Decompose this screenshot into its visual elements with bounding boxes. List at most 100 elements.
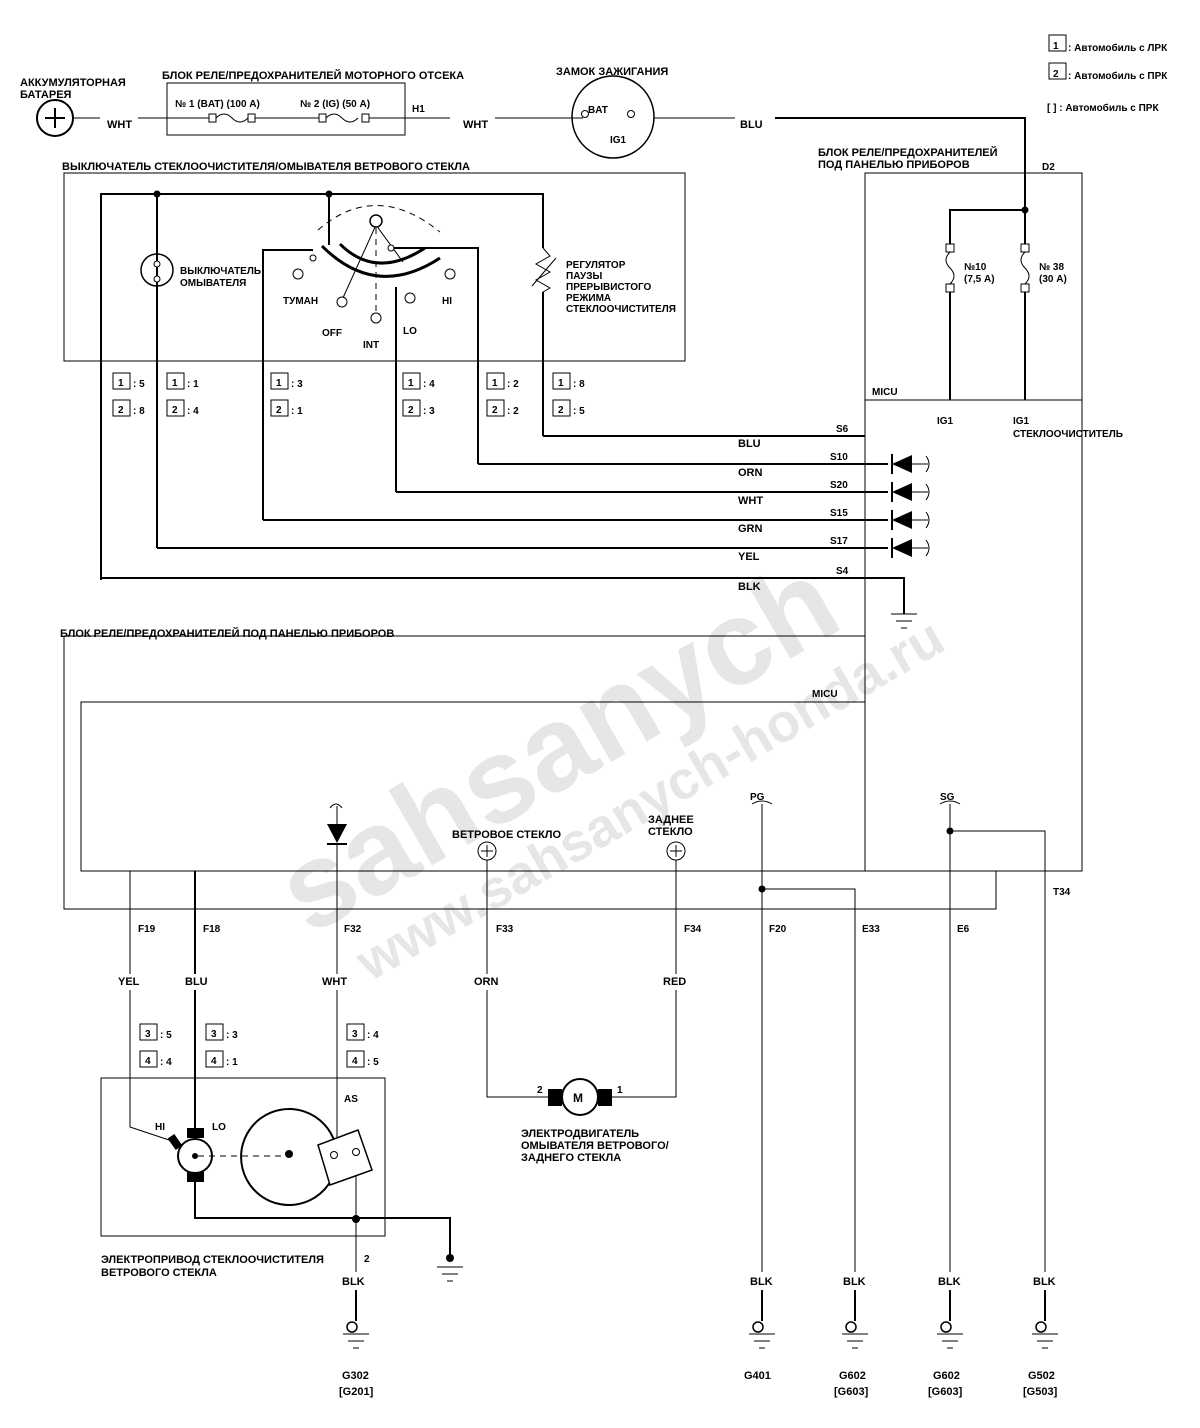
- lower-fuse-box: БЛОК РЕЛЕ/ПРЕДОХРАНИТЕЛЕЙ ПОД ПАНЕЛЬЮ ПР…: [60, 627, 1082, 910]
- diode-s10: [891, 454, 930, 474]
- svg-text:[G503]: [G503]: [1023, 1386, 1058, 1398]
- terminal-labels: F19 F18 F32 F33 F34 F20 E33 E6 YEL BLU W…: [118, 924, 970, 988]
- svg-text:3: 3: [211, 1029, 217, 1040]
- svg-text:ORN: ORN: [738, 467, 763, 479]
- svg-text:3: 3: [352, 1029, 358, 1040]
- svg-text:F18: F18: [203, 924, 221, 935]
- svg-text:ПАУЗЫ: ПАУЗЫ: [566, 271, 603, 282]
- svg-text:G602: G602: [839, 1370, 866, 1382]
- svg-text:4: 4: [145, 1056, 151, 1067]
- svg-text:S20: S20: [830, 480, 848, 491]
- svg-text:СТЕКЛООЧИСТИТЕЛЬ: СТЕКЛООЧИСТИТЕЛЬ: [1013, 429, 1123, 440]
- svg-text:2: 2: [492, 405, 498, 416]
- svg-text:: 8: : 8: [573, 379, 585, 390]
- svg-text:БЛОК РЕЛЕ/ПРЕДОХРАНИТЕЛЕЙ: БЛОК РЕЛЕ/ПРЕДОХРАНИТЕЛЕЙ: [818, 146, 998, 159]
- svg-text:[G603]: [G603]: [834, 1386, 869, 1398]
- svg-text:ПРЕРЫВИСТОГО: ПРЕРЫВИСТОГО: [566, 282, 652, 293]
- svg-text:ПОД ПАНЕЛЬЮ ПРИБОРОВ: ПОД ПАНЕЛЬЮ ПРИБОРОВ: [818, 159, 970, 171]
- svg-text:3: 3: [145, 1029, 151, 1040]
- svg-text:BLK: BLK: [342, 1276, 365, 1288]
- svg-text:BLK: BLK: [843, 1276, 866, 1288]
- legend-lrk: : Автомобиль с ЛРК: [1068, 42, 1168, 54]
- svg-text:БЛОК РЕЛЕ/ПРЕДОХРАНИТЕЛЕЙ ПОД: БЛОК РЕЛЕ/ПРЕДОХРАНИТЕЛЕЙ ПОД ПАНЕЛЬЮ ПР…: [60, 627, 394, 640]
- svg-text:: 3: : 3: [423, 406, 435, 417]
- svg-text:YEL: YEL: [118, 976, 140, 988]
- svg-text:1: 1: [172, 378, 178, 389]
- motor-pins: 3 : 5 4 : 4 3 : 3 4 : 1 3 : 4 4 : 5: [139, 1023, 379, 1068]
- svg-text:1: 1: [118, 378, 124, 389]
- svg-text:(7,5 А): (7,5 А): [964, 274, 995, 285]
- svg-text:РЕЖИМА: РЕЖИМА: [566, 293, 611, 304]
- svg-text:GRN: GRN: [738, 523, 763, 535]
- svg-text:BLK: BLK: [938, 1276, 961, 1288]
- svg-text:WHT: WHT: [463, 119, 488, 131]
- svg-text:WHT: WHT: [107, 119, 132, 131]
- ground-g401: BLK G401: [744, 1276, 775, 1382]
- diode-s17: [891, 538, 930, 558]
- svg-text:: 8: : 8: [133, 406, 145, 417]
- svg-text:: 4: : 4: [187, 406, 199, 417]
- svg-text:СТЕКЛООЧИСТИТЕЛЯ: СТЕКЛООЧИСТИТЕЛЯ: [566, 304, 676, 315]
- svg-text:: 5: : 5: [160, 1030, 172, 1041]
- svg-text:ТУМАН: ТУМАН: [283, 296, 318, 307]
- svg-text:2: 2: [276, 405, 282, 416]
- svg-text:СТЕКЛО: СТЕКЛО: [648, 826, 693, 838]
- svg-text:E6: E6: [957, 924, 970, 935]
- svg-text:M: M: [573, 1091, 583, 1105]
- grounds: BLK G302 [G201] BLK G401 BLK G60: [339, 1276, 1058, 1398]
- washer-motor: M 2 1 ЭЛЕКТРОДВИГАТЕЛЬ ОМЫВАТЕЛЯ ВЕТРОВО…: [521, 1078, 669, 1164]
- ignition-switch: ЗАМОК ЗАЖИГАНИЯ BAT IG1: [556, 66, 668, 159]
- svg-text:: 2: : 2: [507, 406, 519, 417]
- svg-text:: 2: : 2: [507, 379, 519, 390]
- legend-bracket: [ ] : Автомобиль с ПРК: [1047, 102, 1159, 114]
- svg-text:WHT: WHT: [738, 495, 763, 507]
- svg-text:1: 1: [617, 1085, 623, 1096]
- diode-s20: [891, 482, 930, 502]
- svg-text:: 5: : 5: [573, 406, 585, 417]
- svg-text:2: 2: [1053, 69, 1059, 80]
- svg-text:IG1: IG1: [1013, 416, 1030, 427]
- svg-text:ВЫКЛЮЧАТЕЛЬ СТЕКЛООЧИСТИТЕЛЯ/О: ВЫКЛЮЧАТЕЛЬ СТЕКЛООЧИСТИТЕЛЯ/ОМЫВАТЕЛЯ В…: [62, 161, 470, 173]
- switch-harness: BLU ORN WHT GRN YEL BLK S6 S10 S20 S15 S…: [101, 424, 930, 629]
- svg-text:1: 1: [558, 378, 564, 389]
- svg-text:F33: F33: [496, 924, 514, 935]
- engine-fuse-box: БЛОК РЕЛЕ/ПРЕДОХРАНИТЕЛЕЙ МОТОРНОГО ОТСЕ…: [162, 69, 464, 136]
- svg-text:INT: INT: [363, 340, 379, 351]
- svg-text:ORN: ORN: [474, 976, 499, 988]
- switch-pins: 1 : 5 2 : 8 1 : 1 2 : 4 1 : 3 2 : 1 1 : …: [112, 372, 585, 417]
- wiper-motor: AS HI LO 2 ЭЛЕКТРОПРИВОД СТЕКЛООЧИСТИТЕЛ…: [100, 1077, 463, 1282]
- diode-s15: [891, 510, 930, 530]
- svg-text:BLU: BLU: [740, 119, 763, 131]
- svg-text:БЛОК РЕЛЕ/ПРЕДОХРАНИТЕЛЕЙ МОТО: БЛОК РЕЛЕ/ПРЕДОХРАНИТЕЛЕЙ МОТОРНОГО ОТСЕ…: [162, 69, 464, 82]
- svg-text:№ 38: № 38: [1039, 262, 1064, 273]
- svg-text:S4: S4: [836, 566, 849, 577]
- legend: 1 : Автомобиль с ЛРК 2 : Автомобиль с ПР…: [1047, 34, 1168, 114]
- svg-text:: 3: : 3: [226, 1030, 238, 1041]
- svg-text:4: 4: [211, 1056, 217, 1067]
- svg-text:№ 1 (BAT) (100 А): № 1 (BAT) (100 А): [175, 99, 260, 110]
- svg-text:: 4: : 4: [160, 1057, 172, 1068]
- svg-text:BLK: BLK: [1033, 1276, 1056, 1288]
- svg-text:MICU: MICU: [872, 387, 898, 398]
- svg-text:ЭЛЕКТРОПРИВОД СТЕКЛООЧИСТИТЕЛЯ: ЭЛЕКТРОПРИВОД СТЕКЛООЧИСТИТЕЛЯ: [101, 1254, 324, 1266]
- svg-text:IG1: IG1: [610, 135, 627, 146]
- svg-text:ВЕТРОВОЕ СТЕКЛО: ВЕТРОВОЕ СТЕКЛО: [452, 829, 562, 841]
- svg-text:2: 2: [408, 405, 414, 416]
- svg-text:S17: S17: [830, 536, 848, 547]
- svg-text:E33: E33: [862, 924, 880, 935]
- svg-text:F20: F20: [769, 924, 787, 935]
- svg-text:: 3: : 3: [291, 379, 303, 390]
- svg-text:: 1: : 1: [291, 406, 303, 417]
- svg-text:АККУМУЛЯТОРНАЯ: АККУМУЛЯТОРНАЯ: [20, 77, 126, 89]
- svg-text:1: 1: [492, 378, 498, 389]
- svg-text:2: 2: [118, 405, 124, 416]
- svg-text:[G603]: [G603]: [928, 1386, 963, 1398]
- svg-text:S6: S6: [836, 424, 849, 435]
- svg-text:(30 А): (30 А): [1039, 274, 1067, 285]
- svg-text:1: 1: [276, 378, 282, 389]
- svg-text:BLK: BLK: [738, 581, 761, 593]
- svg-text:: 1: : 1: [187, 379, 199, 390]
- svg-text:F34: F34: [684, 924, 702, 935]
- svg-text:T34: T34: [1053, 887, 1071, 898]
